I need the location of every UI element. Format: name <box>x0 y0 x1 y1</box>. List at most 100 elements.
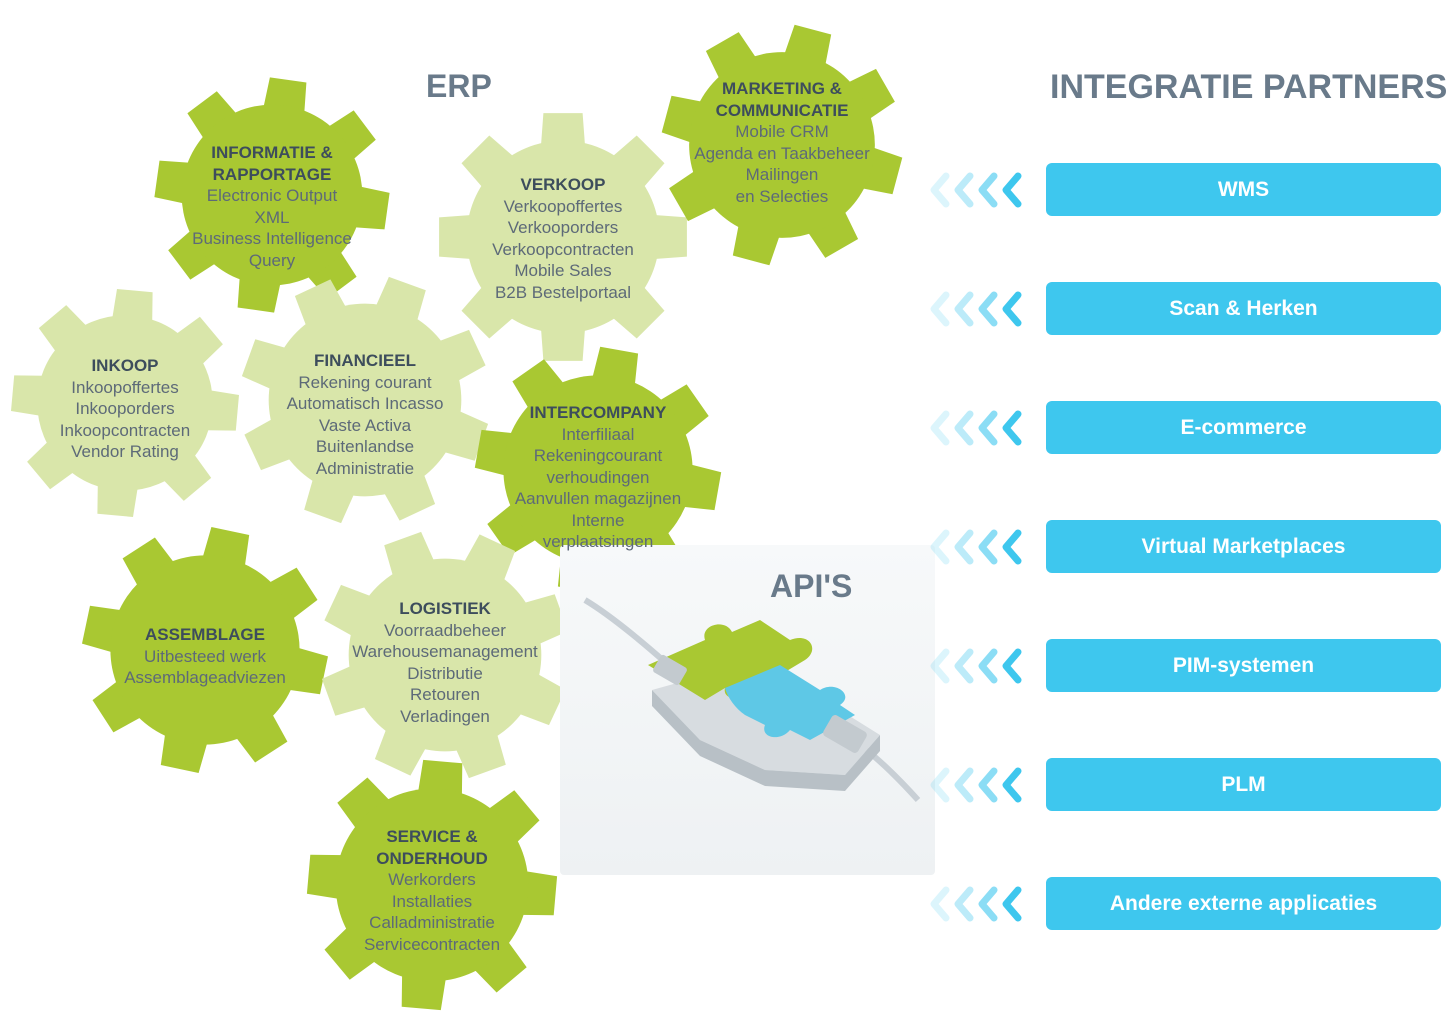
gear-item: Inkooporders <box>75 399 175 418</box>
gear-title: VERKOOP <box>520 175 606 194</box>
chevron-left-icon <box>978 172 998 208</box>
chevron-left-icon <box>930 529 950 565</box>
gear-informatie <box>154 77 390 313</box>
partner-button[interactable]: Scan & Herken <box>1046 282 1441 335</box>
gear-item: Interne <box>571 510 625 530</box>
chevron-left-icon <box>978 529 998 565</box>
gear-item: Agenda en Taakbeheer <box>694 143 870 163</box>
chevron-left-icon <box>954 291 974 327</box>
gear-item: Installaties <box>391 891 473 911</box>
gear-item: Verkooporders <box>507 218 619 237</box>
chevron-left-icon <box>930 291 950 327</box>
gear-item: Uitbesteed werk <box>144 646 266 666</box>
gear-item: Query <box>248 250 296 270</box>
chevrons-left-icon <box>930 529 1022 565</box>
gear-item: Verkoopcontracten <box>492 239 634 259</box>
gear-financieel <box>241 276 489 524</box>
chevron-left-icon <box>930 886 950 922</box>
gear-inkoop <box>11 289 239 517</box>
gear-item: B2B Bestelportaal <box>494 282 632 302</box>
partner-button[interactable]: Virtual Marketplaces <box>1046 520 1441 573</box>
gear-item: Interfiliaal <box>561 424 635 444</box>
gear-title: INTERCOMPANY <box>529 403 667 422</box>
chevrons-left-icon <box>930 886 1022 922</box>
gear-item: Aanvullen magazijnen <box>514 489 682 508</box>
partner-button[interactable]: E-commerce <box>1046 401 1441 454</box>
gear-title: SERVICE & <box>386 827 478 846</box>
gear-title: ASSEMBLAGE <box>145 625 265 644</box>
chevron-left-icon <box>930 648 950 684</box>
chevron-left-icon <box>954 886 974 922</box>
chevron-left-icon <box>1002 648 1022 684</box>
gear-title: COMMUNICATIE <box>715 100 849 120</box>
integration-partners-heading: INTEGRATIE PARTNERS <box>1050 68 1448 106</box>
chevron-left-icon <box>930 410 950 446</box>
gear-item: Inkoopcontracten <box>59 420 191 440</box>
partner-button[interactable]: PIM-systemen <box>1046 639 1441 692</box>
gear-body <box>466 140 660 334</box>
gear-item: Mobile CRM <box>735 122 829 141</box>
chevron-left-icon <box>954 767 974 803</box>
chevron-left-icon <box>1002 767 1022 803</box>
partner-button[interactable]: PLM <box>1046 758 1441 811</box>
gear-item: Werkorders <box>388 870 476 889</box>
gear-item: Verladingen <box>400 706 490 726</box>
gear-item: Verkoopoffertes <box>503 196 623 216</box>
partner-button[interactable]: WMS <box>1046 163 1441 216</box>
gear-verkoop <box>439 113 687 361</box>
gear-title: FINANCIEEL <box>313 351 416 370</box>
chevrons-left-icon <box>930 291 1022 327</box>
chevron-left-icon <box>930 172 950 208</box>
gear-body <box>689 52 875 238</box>
gear-item: Mobile Sales <box>514 261 612 280</box>
gear-body <box>110 555 300 745</box>
gear-item: Administratie <box>315 458 415 478</box>
gear-item: Servicecontracten <box>363 934 501 954</box>
gear-item: verplaatsingen <box>542 532 654 551</box>
gear-title: MARKETING & <box>722 79 842 98</box>
gear-service <box>306 759 558 1011</box>
chevrons-left-icon <box>930 648 1022 684</box>
gear-body <box>181 104 363 286</box>
partner-button[interactable]: Andere externe applicaties <box>1046 877 1441 930</box>
gear-item: Electronic Output <box>206 186 338 205</box>
gear-label-marketing: MARKETING & COMMUNICATIE Mobile CRM Agenda … <box>694 78 870 207</box>
gear-marketing <box>661 24 903 266</box>
chevrons-left-icon <box>930 172 1022 208</box>
chevrons-left-icon <box>930 767 1022 803</box>
gear-title: ONDERHOUD <box>376 848 488 868</box>
gear-item: Mailingen <box>745 165 819 184</box>
gear-item: Assemblageadviezen <box>124 668 286 687</box>
gear-body <box>268 303 462 497</box>
chevron-left-icon <box>978 648 998 684</box>
gear-item: Inkoopoffertes <box>71 377 179 397</box>
gear-title: INFORMATIE & <box>211 143 333 162</box>
chevron-left-icon <box>978 291 998 327</box>
gear-item: verhoudingen <box>546 467 650 487</box>
gear-intercompany <box>474 346 722 594</box>
gear-item: Retouren <box>410 685 480 704</box>
gear-item: Calladministratie <box>369 913 495 932</box>
chevron-left-icon <box>1002 172 1022 208</box>
chevron-left-icon <box>930 767 950 803</box>
chevron-left-icon <box>954 172 974 208</box>
gear-item: Rekeningcourant <box>533 446 663 465</box>
chevron-left-icon <box>1002 410 1022 446</box>
gear-item: Distributie <box>407 663 483 683</box>
gear-item: Vaste Activa <box>318 415 412 435</box>
chevron-left-icon <box>978 410 998 446</box>
gear-item: Warehousemanagement <box>352 642 538 661</box>
gear-assemblage <box>82 527 328 773</box>
gear-item: XML <box>254 207 290 227</box>
gear-item: Automatisch Incasso <box>286 394 444 413</box>
gear-item: Business Intelligence <box>192 229 352 248</box>
